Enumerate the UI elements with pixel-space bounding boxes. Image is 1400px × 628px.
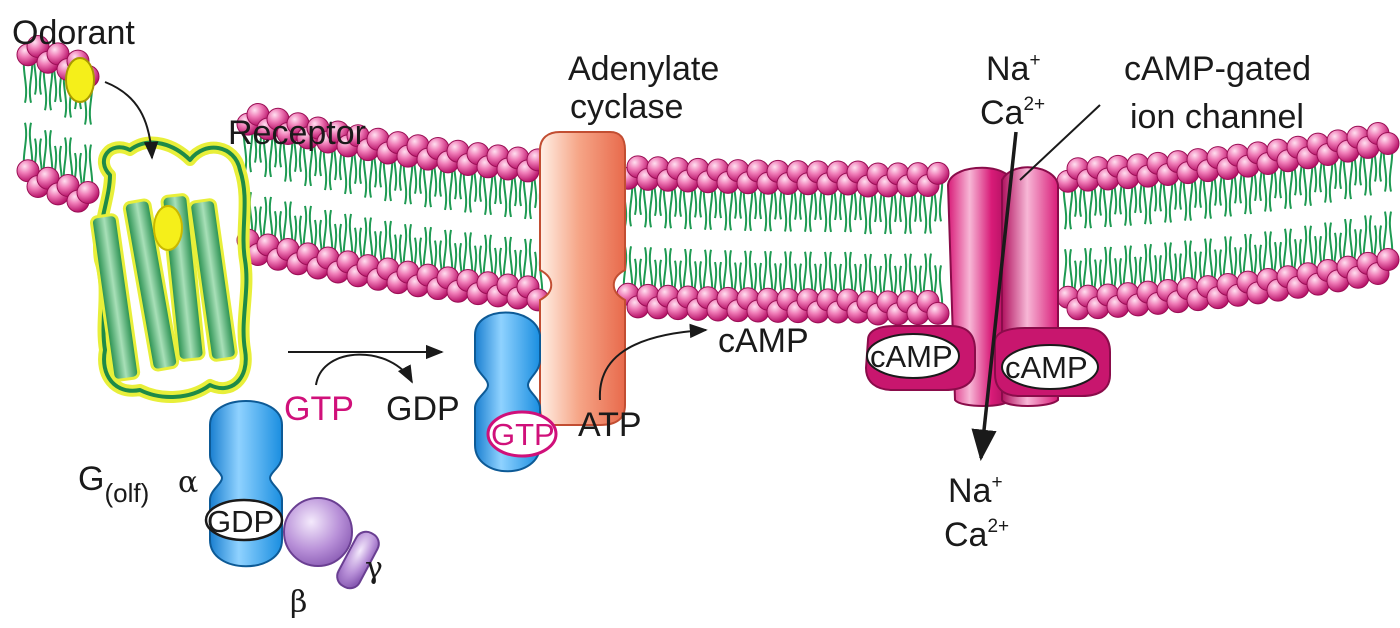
camp-bound-oval-left [866, 333, 960, 379]
receptor-helix-4 [188, 198, 238, 362]
lipid-head [1376, 132, 1400, 156]
channel-leader-line [1019, 104, 1101, 181]
atp-to-camp-arrow [598, 323, 708, 401]
g-protein-inactive [204, 400, 380, 590]
label-ion-channel: ion channel [1130, 98, 1304, 136]
ion-flow-arrow [971, 131, 1018, 462]
receptor-protein [89, 136, 253, 403]
label-camp-gated: cAMP-gated [1124, 50, 1311, 88]
label-g-olf: G(olf) [78, 460, 149, 508]
label-odorant: Odorant [12, 14, 135, 52]
odorant-binding-arrow [104, 81, 159, 160]
lipid-head [926, 161, 950, 185]
gdp-bound-oval [204, 498, 284, 542]
bound-odorant [153, 205, 183, 251]
label-ca-bottom: Ca2+ [944, 516, 1009, 554]
receptor-helix-2 [122, 198, 180, 372]
odorant-molecule [65, 57, 95, 103]
label-cyclase: cyclase [570, 88, 683, 126]
label-adenylate: Adenylate [568, 50, 719, 88]
label-camp-bound-left: cAMP [870, 339, 953, 374]
adenylate-cyclase [539, 131, 626, 426]
g-alpha-subunit [209, 400, 283, 568]
receptor-helix-1 [89, 213, 141, 382]
label-gtp-bound: GTP [491, 417, 555, 452]
label-atp: ATP [578, 406, 642, 444]
lipid-head [1376, 248, 1400, 272]
camp-bound-oval-right [1001, 344, 1099, 390]
label-gtp-free: GTP [284, 390, 354, 428]
label-receptor: Receptor [228, 114, 366, 152]
label-gdp-free: GDP [386, 390, 460, 428]
label-gamma: γ [365, 551, 383, 586]
lipid-heads [16, 35, 1400, 326]
label-beta: β [290, 585, 307, 620]
label-gdp-bound: GDP [207, 504, 274, 539]
label-camp-bound-right: cAMP [1005, 350, 1088, 385]
label-na-bottom: Na+ [948, 472, 1003, 510]
label-camp-product: cAMP [718, 322, 809, 360]
gtp-gdp-exchange-arrow [315, 353, 413, 386]
gtp-bound-oval [486, 410, 558, 458]
g-alpha-active [474, 311, 558, 473]
g-beta-subunit [283, 497, 353, 567]
lipid-head [926, 301, 950, 325]
g-gamma-subunit [336, 530, 380, 590]
label-na-top: Na+ [986, 50, 1041, 88]
label-ca-top: Ca2+ [980, 94, 1045, 132]
lipid-head [76, 181, 100, 205]
label-alpha: α [178, 465, 198, 500]
